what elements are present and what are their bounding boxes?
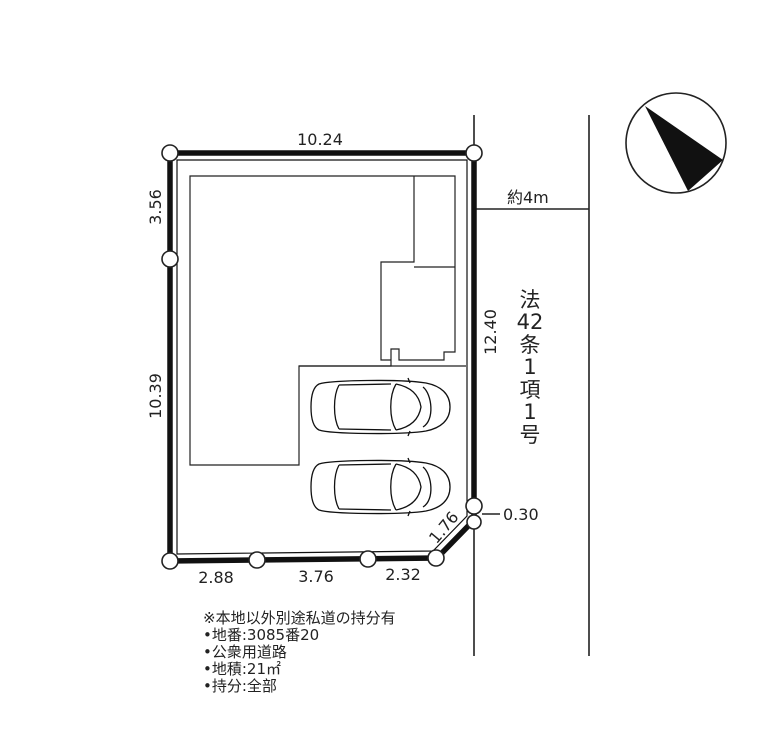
boundary-marker	[248, 551, 266, 569]
boundary-marker	[359, 550, 377, 568]
road-designation-char: 項	[520, 378, 541, 402]
car-icon	[310, 377, 451, 437]
lot-boundary-inner	[176, 159, 468, 555]
dim-right: 12.40	[481, 309, 500, 355]
north-arrow-icon	[625, 92, 727, 194]
dim-left-lower: 10.39	[146, 373, 165, 419]
road-designation-char: 1	[523, 355, 536, 379]
lot-boundary	[167, 150, 477, 564]
building-inner-line	[380, 176, 415, 361]
note-line: •持分:全部	[203, 677, 277, 695]
boundary-marker	[466, 514, 482, 530]
boundary-marker	[465, 144, 483, 162]
note-line: ※本地以外別途私道の持分有	[203, 609, 396, 627]
dim-offset: 0.30	[503, 505, 539, 524]
boundary-marker	[161, 250, 179, 268]
note-line: •地番:3085番20	[203, 626, 320, 644]
boundary-marker	[427, 549, 445, 567]
road-width: 約4m	[507, 188, 549, 207]
dim-bottom-3: 2.32	[385, 565, 421, 584]
dim-left-upper: 3.56	[146, 189, 165, 225]
boundary-markers	[161, 144, 483, 570]
boundary-marker	[161, 552, 179, 570]
boundary-marker	[161, 144, 179, 162]
road-designation-char: 号	[520, 423, 541, 447]
road-designation-char: 法	[520, 288, 541, 312]
road-designation-char: 1	[523, 400, 536, 424]
road-designation-char: 42	[517, 310, 544, 334]
car-icon	[310, 457, 451, 517]
dim-bottom-1: 2.88	[198, 568, 234, 587]
note-line: •地積:21㎡	[203, 660, 281, 678]
boundary-marker	[465, 497, 483, 515]
road-designation-char: 条	[520, 333, 541, 357]
notes-block: ※本地以外別途私道の持分有 •地番:3085番20 •公衆用道路 •地積:21㎡…	[203, 610, 396, 695]
dim-top: 10.24	[297, 130, 343, 149]
building-outline	[189, 175, 456, 466]
dim-bottom-2: 3.76	[298, 567, 334, 586]
note-line: •公衆用道路	[203, 643, 287, 661]
